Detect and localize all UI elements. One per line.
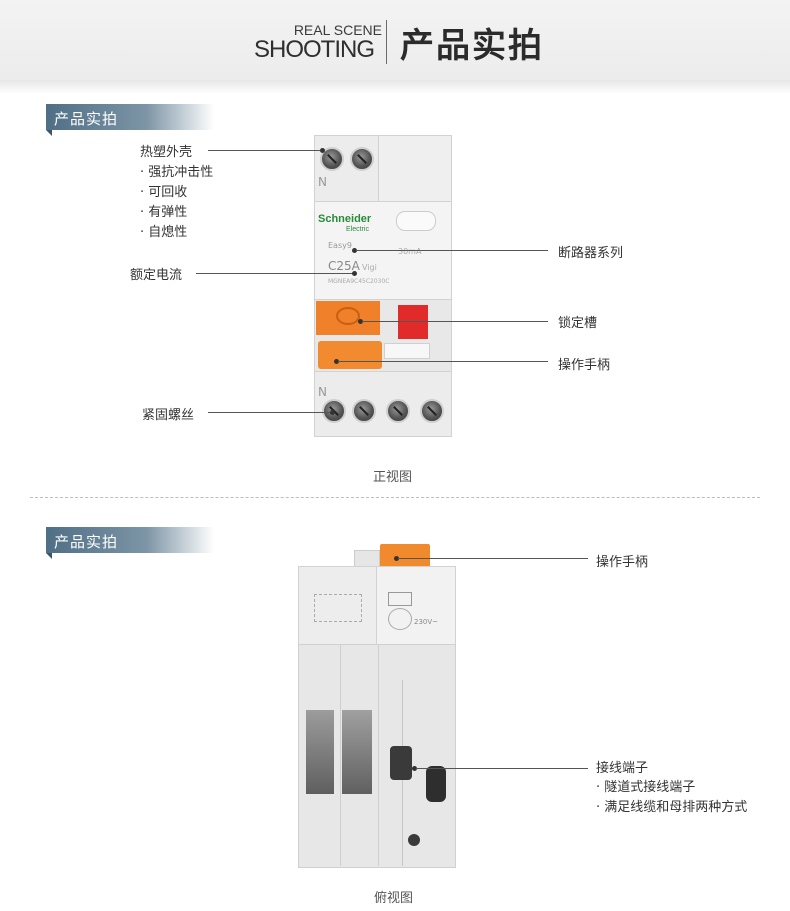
neutral-mark-top: N <box>318 175 327 189</box>
section-tag-label: 产品实拍 <box>54 110 119 128</box>
current-rating: C25A <box>328 259 360 273</box>
header-eyebrow-large: SHOOTING <box>253 36 375 63</box>
callout-line <box>338 361 548 362</box>
callout-line <box>416 768 588 769</box>
red-indicator <box>398 305 428 339</box>
callout-line <box>196 273 354 274</box>
rating-suffix: Vigi <box>362 263 377 272</box>
mounting-hole <box>408 834 420 846</box>
callout-handle-top: 操作手柄 <box>596 555 649 570</box>
breaker-top-view: 230V~ <box>296 540 462 868</box>
terminal-opening-right <box>342 710 372 794</box>
screw-icon <box>420 399 444 423</box>
shell-feature: · 可回收 <box>140 185 188 200</box>
wiring-diagram <box>314 594 362 622</box>
callout-line <box>356 250 548 251</box>
section-tag-notch <box>46 553 52 559</box>
callout-line <box>208 150 322 151</box>
section-tag-front: 产品实拍 <box>46 104 214 130</box>
terminal-opening-left <box>306 710 334 794</box>
callout-fastening-screw: 紧固螺丝 <box>142 408 195 423</box>
brand-logo: Schneider <box>318 213 372 225</box>
brand-sub: Electric <box>346 226 369 233</box>
callout-dot <box>330 410 335 415</box>
callout-dot <box>358 319 363 324</box>
callout-terminal: 接线端子 <box>596 761 649 776</box>
voltage-mark: 230V~ <box>414 618 439 626</box>
callout-dot <box>412 766 417 771</box>
callout-series: 断路器系列 <box>558 246 624 261</box>
white-handle <box>384 343 430 359</box>
callout-lock-slot: 锁定槽 <box>558 316 598 331</box>
callout-dot <box>352 248 357 253</box>
callout-line <box>362 321 548 322</box>
top-face-right <box>376 566 456 646</box>
header-divider <box>386 20 387 64</box>
top-face-left <box>298 566 378 646</box>
callout-shell-title: 热塑外壳 <box>140 145 193 160</box>
section-divider <box>30 497 760 498</box>
lock-ring <box>336 307 360 325</box>
terminal-feature: · 隧道式接线端子 <box>596 780 696 795</box>
neutral-mark-bottom: N <box>318 385 327 399</box>
callout-dot <box>394 556 399 561</box>
header-shadow <box>0 80 790 94</box>
top-view-caption: 俯视图 <box>374 891 414 906</box>
callout-rated-current: 额定电流 <box>130 268 183 283</box>
cert-mark <box>388 608 412 630</box>
shell-feature: · 有弹性 <box>140 205 188 220</box>
header-banner <box>0 0 790 80</box>
terminal-feature: · 满足线缆和母排两种方式 <box>596 800 748 815</box>
leakage-rating: 30mA <box>398 247 422 256</box>
section-tag-top: 产品实拍 <box>46 527 214 553</box>
shell-feature: · 自熄性 <box>140 225 188 240</box>
front-view-caption: 正视图 <box>373 470 413 485</box>
operating-handle <box>380 544 430 568</box>
terminal-port <box>426 766 446 802</box>
section-tag-label: 产品实拍 <box>54 533 119 551</box>
operating-handle <box>318 341 382 369</box>
screw-icon <box>386 399 410 423</box>
callout-dot <box>334 359 339 364</box>
top-terminal-left <box>314 135 380 203</box>
top-terminal-right <box>378 135 452 203</box>
breaker-front-view: N Schneider Electric Easy9 30mA C25A Vig… <box>314 135 452 437</box>
body-seam <box>378 644 379 866</box>
callout-handle: 操作手柄 <box>558 358 611 373</box>
body-seam <box>340 644 341 866</box>
section-tag-notch <box>46 130 52 136</box>
model-number: MGNEA9C45C2030C <box>328 278 390 285</box>
screw-icon <box>350 147 374 171</box>
screw-icon <box>352 399 376 423</box>
terminal-screw <box>390 746 412 780</box>
header-title: 产品实拍 <box>400 26 544 66</box>
series-text: Easy9 <box>328 241 352 250</box>
callout-dot <box>352 271 357 276</box>
test-button <box>396 211 436 231</box>
ac-symbol <box>388 592 412 606</box>
callout-dot <box>320 148 325 153</box>
callout-line <box>398 558 588 559</box>
header-eyebrow: REAL SCENE <box>293 22 382 38</box>
callout-line <box>208 412 332 413</box>
shell-feature: · 强抗冲击性 <box>140 165 214 180</box>
